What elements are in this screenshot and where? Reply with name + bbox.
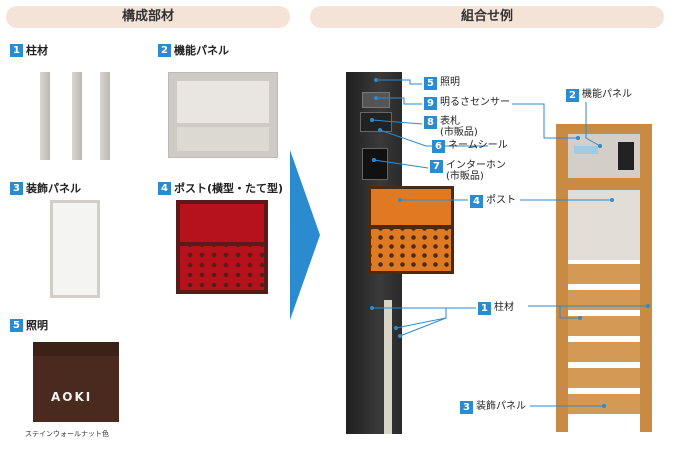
arrow-right-icon (290, 150, 320, 320)
example-header: 組合せ例 (310, 6, 664, 28)
example-panel-face (568, 190, 640, 260)
example-intercom (362, 148, 388, 180)
example-name-sticker (574, 146, 598, 154)
example-wood-frame (556, 124, 652, 432)
pillar-image-3 (100, 72, 110, 160)
example-intercom-right (618, 142, 634, 170)
post-dot-pattern (180, 246, 264, 290)
parts-header: 構成部材 (6, 6, 290, 28)
red-post-image (176, 200, 268, 294)
nameplate-text: AOKI (51, 390, 93, 404)
example-orange-post (368, 186, 454, 274)
light-caption: ステインウォールナット色 (25, 430, 109, 438)
decor-panel-image (50, 200, 100, 298)
function-panel-image (168, 72, 278, 158)
pillar-image-2 (72, 72, 82, 160)
light-image: AOKI (33, 342, 119, 422)
pillar-image-1 (40, 72, 50, 160)
example-pillar-stripe (384, 300, 392, 434)
